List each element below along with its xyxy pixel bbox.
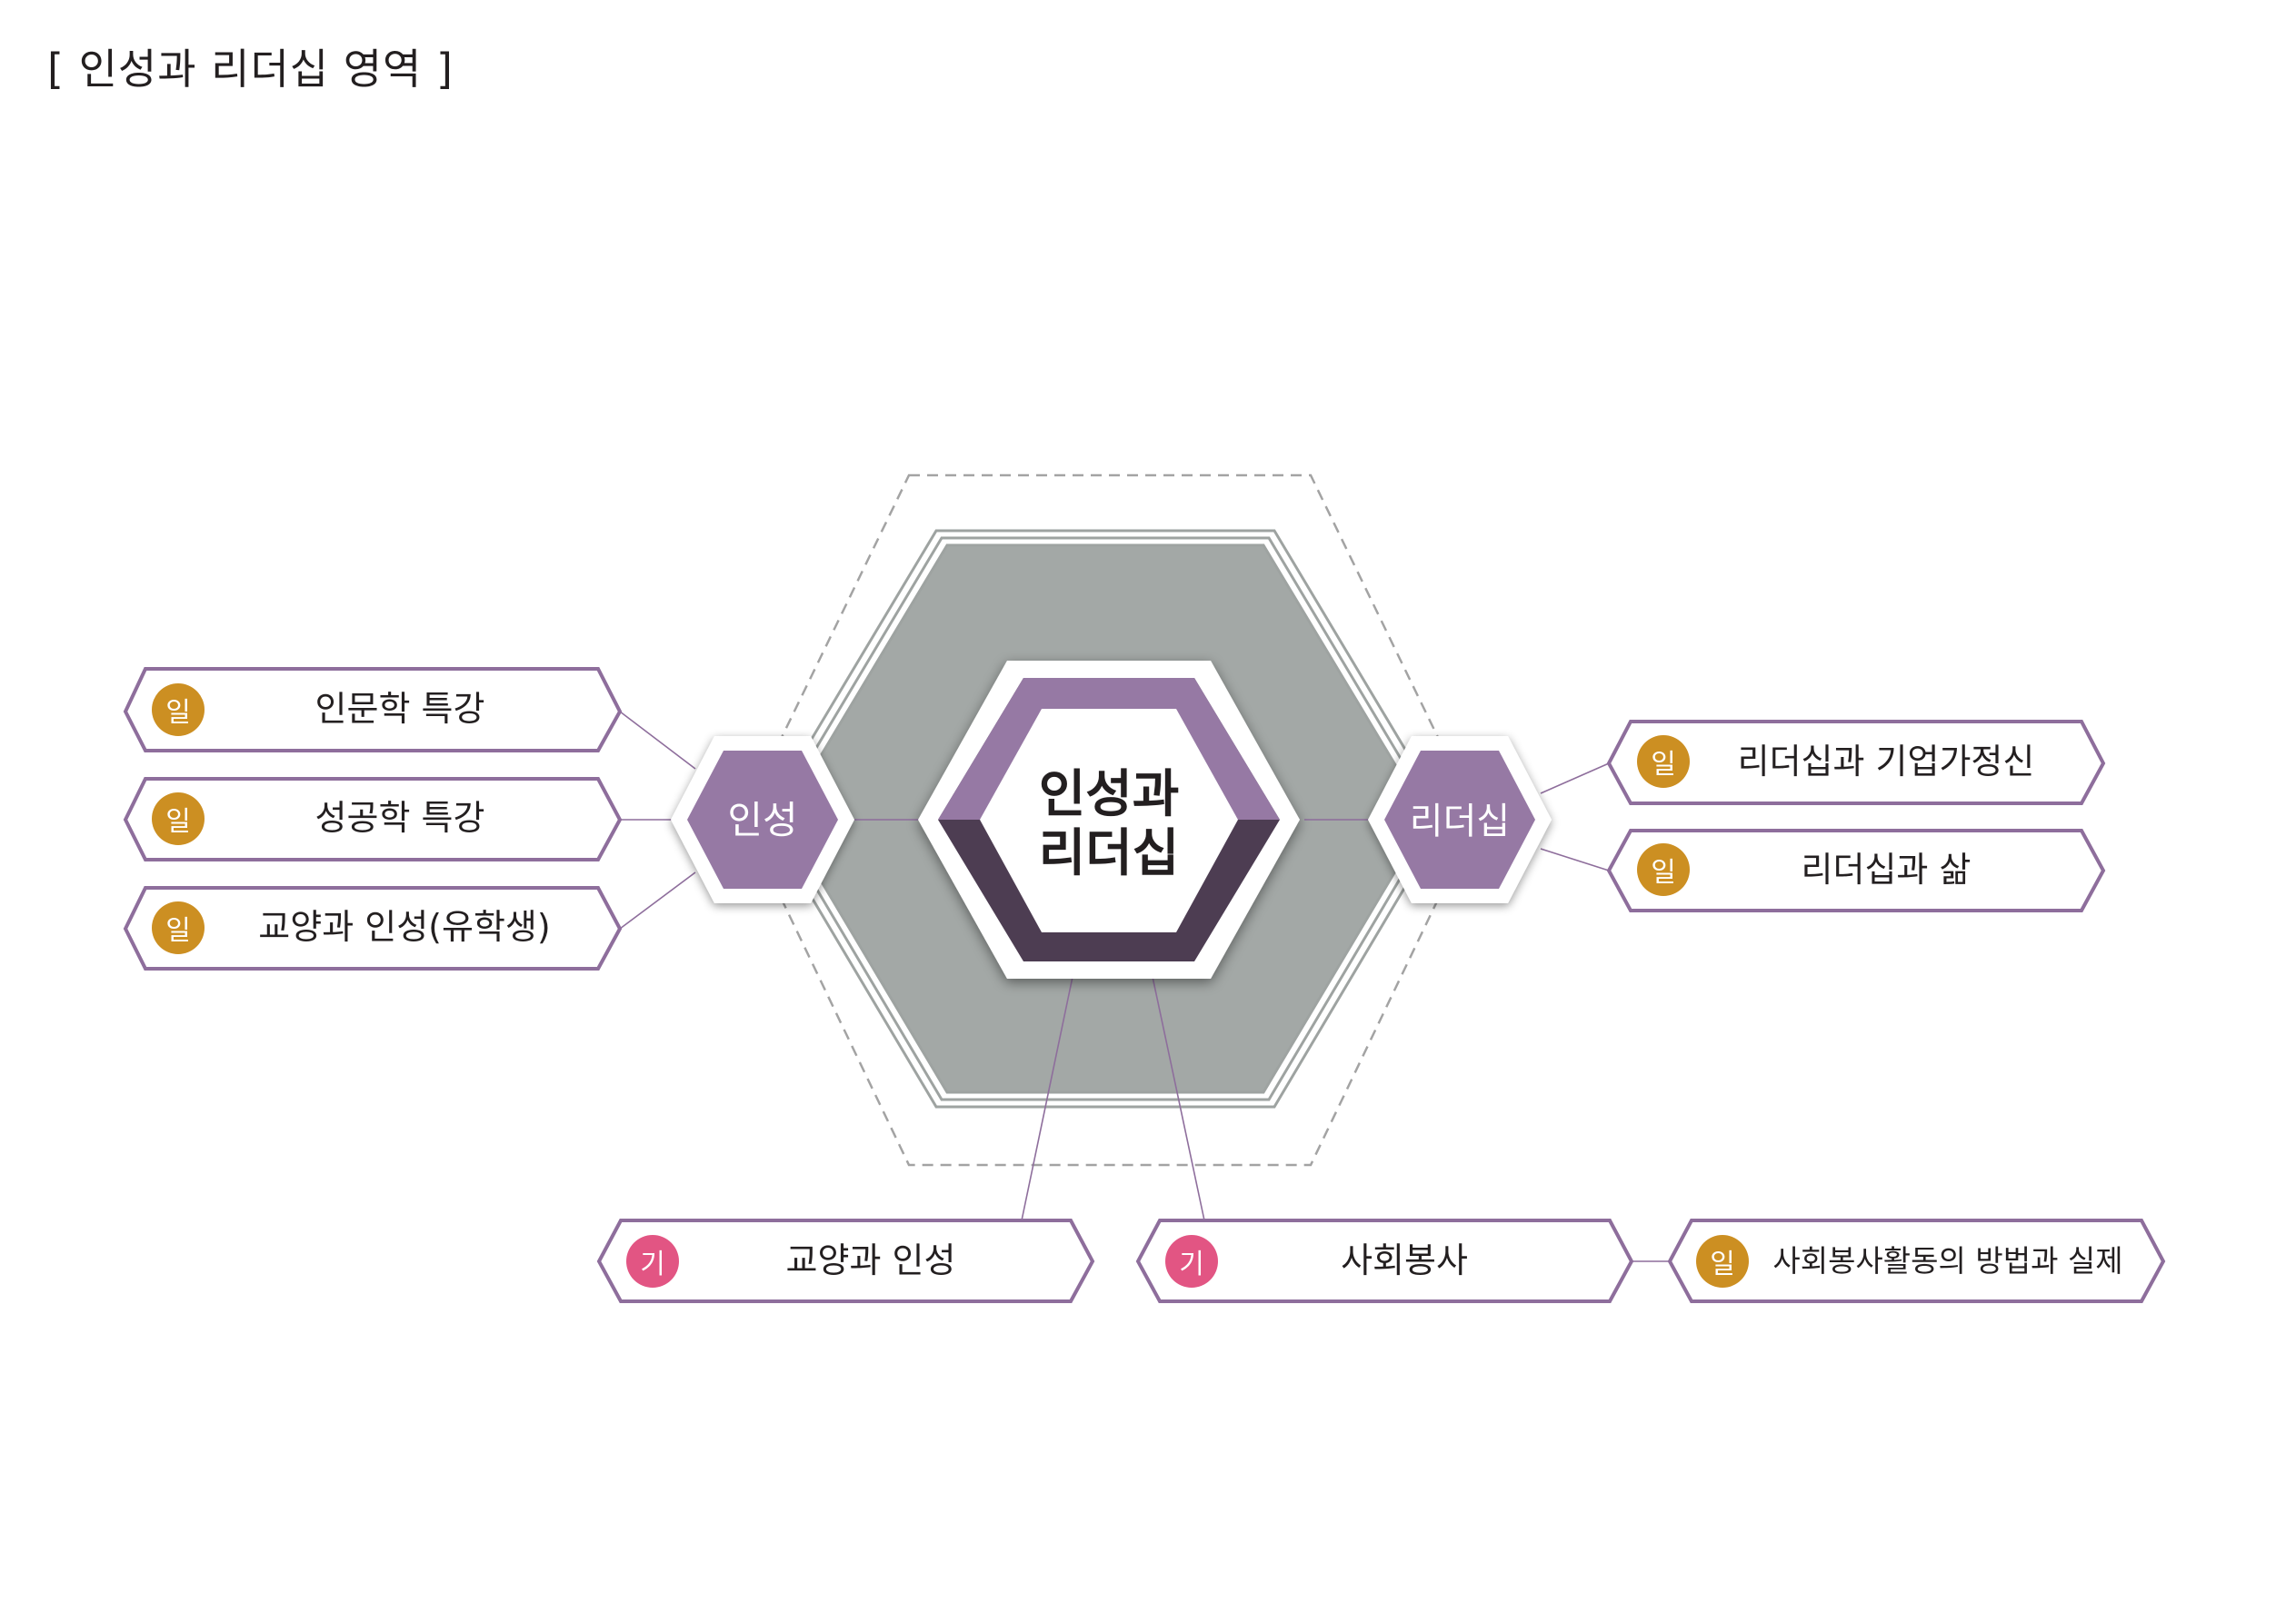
bottom-item-1[interactable]: 기 교양과 인성 <box>596 1219 1095 1303</box>
badge-label: 일 <box>1710 1249 1735 1280</box>
item-label: 교양과 인성 <box>786 1240 956 1280</box>
badge-il <box>1637 735 1690 788</box>
item-label: 사회봉사 <box>1341 1240 1468 1280</box>
badge-gi <box>1165 1235 1218 1288</box>
item-label: 교양과 인성(유학생) <box>258 907 550 947</box>
left-item-2[interactable]: 일 성공학 특강 <box>123 777 623 861</box>
badge-label: 일 <box>1651 749 1676 781</box>
badge-label: 기 <box>1179 1249 1204 1280</box>
item-label: 리더십과 기업가정신 <box>1738 742 2035 782</box>
item-label: 성공학 특강 <box>315 798 485 838</box>
badge-il <box>152 683 205 736</box>
badge-label: 일 <box>165 915 191 947</box>
item-label: 사회봉사활동의 방법과 실제 <box>1772 1243 2122 1279</box>
bottom-item-3[interactable]: 일 사회봉사활동의 방법과 실제 <box>1667 1219 2166 1303</box>
left-item-1[interactable]: 일 인문학 특강 <box>123 667 623 752</box>
right-item-1[interactable]: 일 리더십과 기업가정신 <box>1606 720 2106 805</box>
left-hub-label: 인성 <box>727 798 797 842</box>
badge-il <box>1637 843 1690 896</box>
badge-il <box>152 901 205 954</box>
center-hexagon[interactable]: 인성과 리더십 <box>918 661 1300 979</box>
center-label-line1: 인성과 <box>1039 765 1180 824</box>
badge-label: 일 <box>165 806 191 838</box>
badge-label: 일 <box>1651 857 1676 889</box>
badge-gi <box>626 1235 679 1288</box>
badge-label: 기 <box>640 1249 665 1280</box>
left-item-3[interactable]: 일 교양과 인성(유학생) <box>123 886 623 971</box>
badge-label: 일 <box>165 697 191 729</box>
badge-il <box>1696 1235 1749 1288</box>
center-label-line2: 리더십 <box>1039 824 1180 883</box>
right-item-2[interactable]: 일 리더십과 삶 <box>1606 829 2106 912</box>
page-title: [ 인성과 리더십 영역 ] <box>47 45 454 94</box>
right-hub-hexagon[interactable]: 리더십 <box>1368 736 1552 903</box>
item-label: 인문학 특강 <box>315 689 485 729</box>
bottom-item-2[interactable]: 기 사회봉사 <box>1135 1219 1634 1303</box>
badge-il <box>152 792 205 845</box>
right-hub-label: 리더십 <box>1410 801 1510 842</box>
left-hub-hexagon[interactable]: 인성 <box>671 736 854 903</box>
item-label: 리더십과 삶 <box>1802 850 1972 890</box>
